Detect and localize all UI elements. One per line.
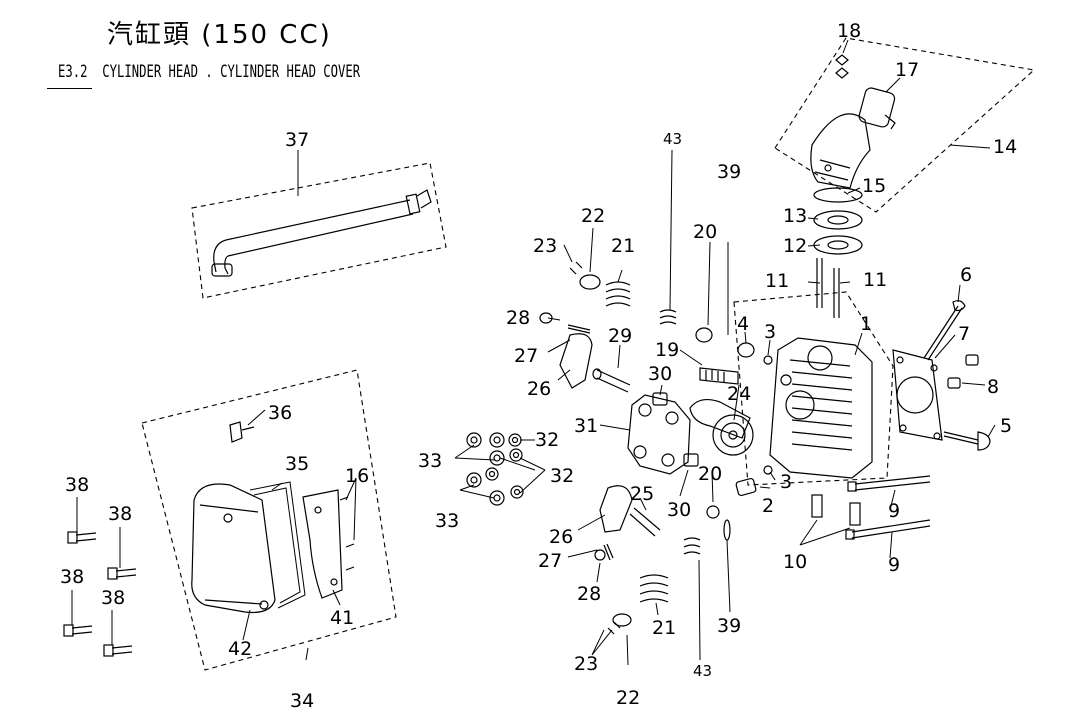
callout-32b: 32	[550, 465, 574, 487]
callout-7: 7	[958, 323, 970, 345]
callout-22b: 22	[616, 687, 640, 709]
callout-36: 36	[268, 402, 292, 424]
callout-3b: 3	[780, 471, 792, 493]
studs	[845, 475, 931, 540]
callout-23b: 23	[574, 653, 598, 675]
rocker-shafts	[592, 368, 661, 537]
retainers	[569, 261, 720, 635]
callout-42: 42	[228, 638, 252, 660]
vent-fitting	[229, 421, 255, 443]
tensioner	[699, 367, 739, 385]
bushings	[652, 392, 699, 467]
section-title: E3.2 CYLINDER HEAD . CYLINDER HEAD COVER	[58, 62, 360, 82]
callout-43b: 43	[693, 662, 712, 680]
callout-23: 23	[533, 235, 557, 257]
callout-34: 34	[290, 690, 314, 712]
callout-28b: 28	[577, 583, 601, 605]
callout-14: 14	[993, 136, 1017, 158]
callout-30: 30	[648, 363, 672, 385]
head-cover	[191, 481, 306, 614]
callout-11: 11	[765, 270, 789, 292]
callout-16: 16	[345, 465, 369, 487]
callout-33b: 33	[435, 510, 459, 532]
callout-21: 21	[611, 235, 635, 257]
dowel-pins	[811, 494, 861, 526]
callout-21b: 21	[652, 617, 676, 639]
cylinder-head-box	[733, 291, 894, 486]
breather-hose	[211, 189, 432, 277]
callout-35: 35	[285, 453, 309, 475]
callout-38b: 38	[108, 503, 132, 525]
callout-13: 13	[783, 205, 807, 227]
cylinder-head-cover-box	[141, 369, 397, 671]
callout-41: 41	[330, 607, 354, 629]
callout-26: 26	[527, 378, 551, 400]
callout-19: 19	[655, 339, 679, 361]
callout-29: 29	[608, 325, 632, 347]
callout-17: 17	[895, 59, 919, 81]
callout-39: 39	[717, 161, 741, 183]
cylinder-head	[769, 337, 873, 479]
callout-24: 24	[727, 383, 751, 405]
callout-38d: 38	[101, 587, 125, 609]
callout-28: 28	[506, 307, 530, 329]
callout-30b: 30	[667, 499, 691, 521]
callout-18: 18	[837, 20, 861, 42]
head-gasket	[892, 349, 943, 441]
rocker-arms	[559, 333, 633, 533]
breather-hose-box	[191, 162, 447, 299]
leader-lines	[71, 39, 996, 666]
title-chinese: 汽缸頭 (150 CC)	[107, 20, 332, 50]
callout-15: 15	[862, 175, 886, 197]
adjusting-screws	[539, 312, 614, 561]
callout-11b: 11	[863, 269, 887, 291]
washers-and-nuts	[466, 432, 524, 506]
callout-12: 12	[783, 235, 807, 257]
callout-43: 43	[663, 130, 682, 148]
cover-plate	[302, 489, 355, 599]
callout-10: 10	[783, 551, 807, 573]
group-boxes	[141, 37, 1036, 671]
callout-20b: 20	[698, 463, 722, 485]
callout-32: 32	[535, 429, 559, 451]
callout-25: 25	[630, 483, 654, 505]
callout-9b: 9	[888, 554, 900, 576]
callout-numbers: 1 2 3 3 4 5 6 7 8 9 9 10 11 11 12 13 14 …	[60, 20, 1017, 712]
camshaft-holder	[627, 394, 691, 475]
callout-27: 27	[514, 345, 538, 367]
cover-bolts	[63, 531, 137, 657]
callout-38a: 38	[65, 474, 89, 496]
callout-39b: 39	[717, 615, 741, 637]
callout-9: 9	[888, 500, 900, 522]
section-code-underline	[47, 88, 92, 89]
callout-27b: 27	[538, 550, 562, 572]
callout-22: 22	[581, 205, 605, 227]
callout-4: 4	[737, 313, 749, 335]
callout-2: 2	[762, 495, 774, 517]
callout-31: 31	[574, 415, 598, 437]
small-bushings	[947, 354, 979, 389]
valves	[923, 300, 991, 451]
callout-38c: 38	[60, 566, 84, 588]
callout-37: 37	[285, 129, 309, 151]
callout-6: 6	[960, 264, 972, 286]
camshaft	[689, 398, 754, 456]
section-code: E3.2	[58, 62, 88, 82]
callout-5: 5	[1000, 415, 1012, 437]
callout-3: 3	[764, 321, 776, 343]
callout-8: 8	[987, 376, 999, 398]
callout-26b: 26	[549, 526, 573, 548]
callout-33: 33	[418, 450, 442, 472]
callout-20: 20	[693, 221, 717, 243]
section-title-text: CYLINDER HEAD . CYLINDER HEAD COVER	[102, 62, 361, 82]
callout-1: 1	[860, 313, 872, 335]
